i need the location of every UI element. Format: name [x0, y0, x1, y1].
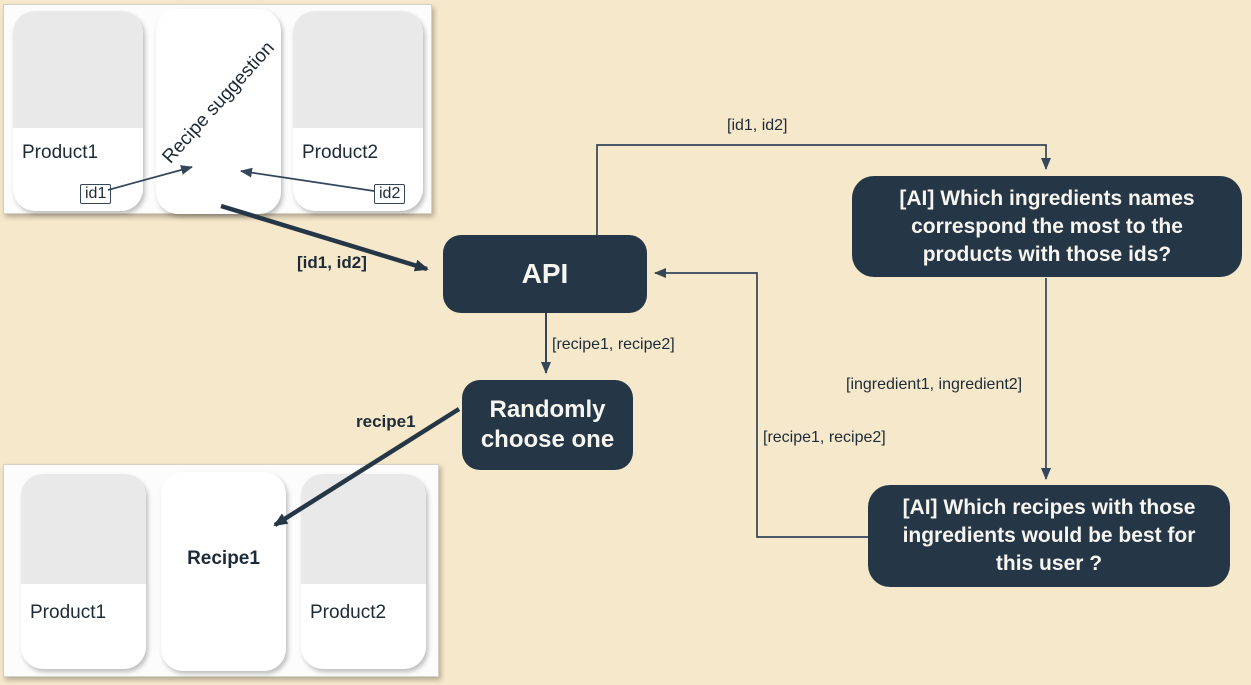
id2-tag: id2 — [374, 184, 406, 204]
product1-card-bottom: Product1 — [21, 474, 146, 669]
product2-card: Product2 — [293, 11, 423, 211]
product1-card: Product1 — [13, 11, 143, 211]
edge-label-ids-to-api: [id1, id2] — [297, 253, 367, 272]
ai-recipes-question-node: [AI] Which recipes with those ingredient… — [868, 485, 1230, 587]
products-panel-bottom: Product1 Recipe1 Product2 — [3, 464, 439, 677]
arrow-ai-recipes-to-api — [654, 268, 868, 538]
recipe1-card: Recipe1 — [161, 472, 286, 671]
api-node: API — [443, 235, 647, 313]
recipe-suggestion-label: Recipe suggestion — [158, 37, 279, 169]
randomly-choose-one-node: Randomly choose one — [462, 380, 633, 470]
edge-label-recipes-from-api: [recipe1, recipe2] — [552, 336, 675, 353]
product2-card-bottom: Product2 — [301, 474, 426, 669]
ai-ingredients-question-node: [AI] Which ingredients names correspond … — [852, 176, 1242, 277]
recipe-suggestion-card: Recipe suggestion — [156, 9, 281, 214]
edge-label-ids-to-ai: [id1, id2] — [727, 117, 788, 134]
product1-image-placeholder — [13, 11, 143, 128]
product2-image-placeholder — [301, 474, 426, 584]
product2-label: Product2 — [310, 602, 387, 623]
edge-label-recipe1: recipe1 — [356, 412, 416, 431]
products-panel-top: Product1 Recipe suggestion Product2 id1 … — [3, 4, 432, 214]
product2-label: Product2 — [302, 142, 379, 163]
product1-label: Product1 — [22, 142, 99, 163]
edge-label-recipes-to-api: [recipe1, recipe2] — [763, 429, 886, 446]
product1-label: Product1 — [30, 602, 107, 623]
product1-image-placeholder — [21, 474, 146, 584]
product2-image-placeholder — [293, 11, 423, 128]
edge-label-ingredients-to-ai: [ingredient1, ingredient2] — [846, 376, 1023, 393]
id1-tag: id1 — [80, 184, 112, 204]
recipe1-label: Recipe1 — [187, 548, 260, 569]
